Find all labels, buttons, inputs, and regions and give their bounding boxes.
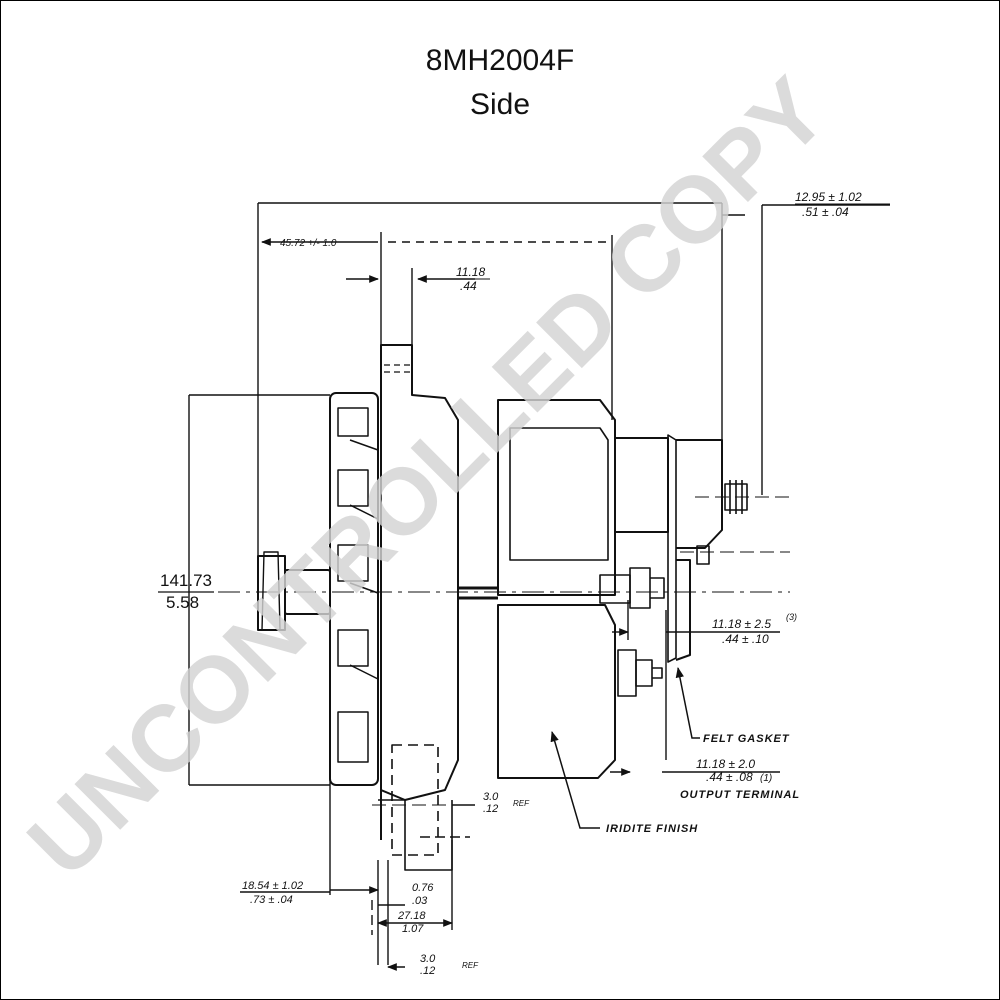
- dim-right-mid-note: (3): [786, 612, 797, 622]
- dim-top-right-in: .51 ± .04: [802, 205, 849, 219]
- dim-bottom-left-mm: 18.54 ± 1.02: [242, 880, 303, 892]
- callout-labels: FELT GASKET OUTPUT TERMINAL IRIDITE FINI…: [606, 733, 800, 835]
- alternator-body: [257, 344, 748, 871]
- dim-width-in: 1.07: [402, 923, 424, 935]
- dim-ref-upper-mm: 3.0: [483, 791, 499, 803]
- drawing-title: 8MH2004F: [425, 44, 575, 77]
- label-output-terminal: OUTPUT TERMINAL: [680, 789, 800, 801]
- label-felt-gasket: FELT GASKET: [703, 733, 790, 745]
- dim-output-note: (1): [760, 773, 772, 784]
- dim-small-mm: 0.76: [412, 882, 434, 894]
- label-iridite-finish: IRIDITE FINISH: [606, 823, 698, 835]
- dim-right-mid-in: .44 ± .10: [722, 632, 769, 646]
- pulley-grooves: [337, 407, 379, 763]
- dimension-text: 12.95 ± 1.02 .51 ± .04 45.72 +/- 1.0 11.…: [158, 190, 890, 977]
- dim-ref-lower-ref: REF: [462, 961, 479, 970]
- dim-flange-in: .44: [460, 279, 477, 293]
- dimension-lines: [180, 202, 890, 971]
- dim-bottom-left-in: .73 ± .04: [250, 894, 293, 906]
- dim-ref-lower-in: .12: [420, 965, 435, 977]
- dim-flange-mm: 11.18: [456, 265, 485, 279]
- dim-ref-upper-ref: REF: [513, 799, 530, 808]
- dim-offset: 45.72 +/- 1.0: [280, 238, 337, 249]
- dim-width-mm: 27.18: [397, 910, 426, 922]
- dim-diameter-mm: 141.73: [160, 571, 212, 590]
- dim-right-mid-mm: 11.18 ± 2.5: [712, 617, 771, 631]
- dim-ref-upper-in: .12: [483, 803, 498, 815]
- dim-ref-lower-mm: 3.0: [420, 953, 436, 965]
- drawing-subtitle: Side: [469, 88, 531, 121]
- dim-diameter-in: 5.58: [166, 593, 199, 612]
- terminal-studs: [599, 480, 748, 697]
- dim-output-mm: 11.18 ± 2.0: [696, 757, 755, 771]
- dim-top-right-mm: 12.95 ± 1.02: [795, 190, 862, 204]
- label-leaders: [550, 666, 700, 829]
- dim-small-in: .03: [412, 895, 428, 907]
- dim-output-in: .44 ± .08: [706, 770, 753, 784]
